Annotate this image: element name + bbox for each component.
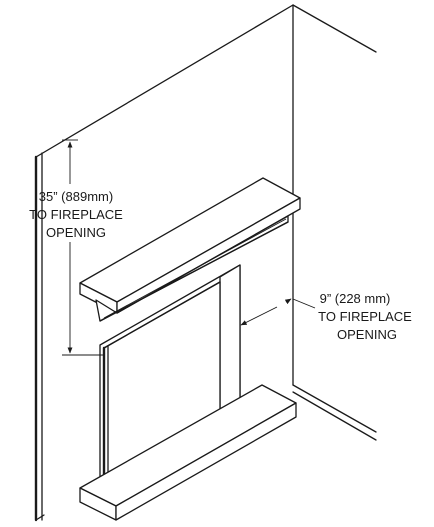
height-dimension-label-line1: 35” (889mm) — [39, 189, 113, 204]
height-dimension-label-line3: OPENING — [46, 225, 106, 240]
fireplace-opening — [102, 281, 221, 480]
height-dimension-label-line2: TO FIREPLACE — [29, 207, 123, 222]
mantel-shelf — [79, 177, 301, 322]
side-clearance-label-line3: OPENING — [337, 327, 397, 342]
floor-line — [35, 384, 377, 521]
side-clearance-label-line1: 9” (228 mm) — [320, 291, 391, 306]
side-clearance-label-line2: TO FIREPLACE — [318, 309, 412, 324]
side-clearance-dimension — [240, 298, 316, 326]
hearth — [79, 384, 297, 521]
height-dimension — [62, 139, 104, 356]
